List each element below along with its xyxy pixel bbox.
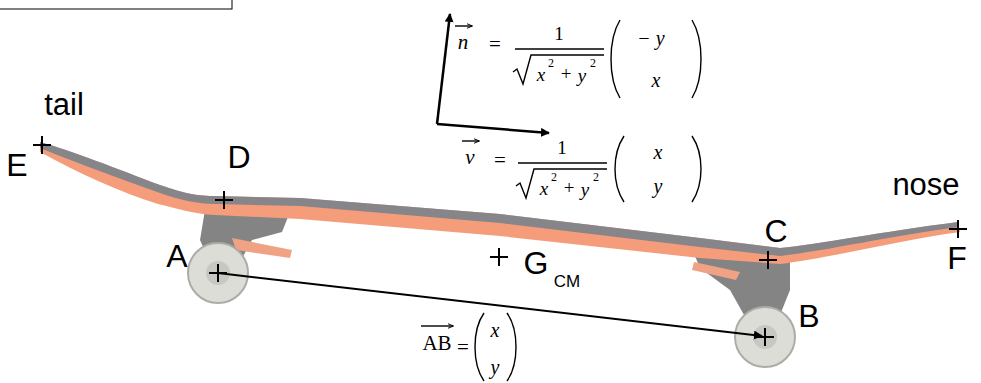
part-name: nose bbox=[892, 169, 959, 200]
point-label: D bbox=[227, 141, 250, 173]
marker-c bbox=[759, 251, 777, 269]
point-label: A bbox=[166, 240, 187, 272]
paren-left-n bbox=[611, 20, 620, 98]
formula-symbol: x bbox=[652, 70, 661, 90]
formula-symbol: y bbox=[578, 66, 586, 85]
paren-right-v bbox=[692, 136, 701, 202]
paren-left-v bbox=[615, 136, 624, 202]
vector-arrow-ab bbox=[421, 325, 453, 326]
paren-right-n bbox=[692, 20, 701, 98]
formula-symbol: 1 bbox=[554, 24, 564, 43]
formula-symbol: + bbox=[564, 178, 575, 197]
fraction-bar-v bbox=[518, 162, 607, 163]
formula-symbol: = bbox=[489, 34, 501, 55]
formula-symbol: 2 bbox=[590, 57, 596, 69]
paren-left-ab bbox=[475, 313, 484, 381]
formula-symbol: y bbox=[654, 176, 663, 196]
formula-symbols bbox=[421, 20, 701, 381]
point-label: B bbox=[798, 300, 819, 332]
deck-top bbox=[40, 142, 959, 256]
fraction-bar-n bbox=[515, 48, 604, 49]
front-wheel bbox=[735, 307, 795, 367]
formula-symbol: − y bbox=[637, 28, 664, 48]
formula-symbol: x bbox=[654, 142, 663, 162]
point-label: C bbox=[764, 215, 787, 247]
marker-b bbox=[756, 328, 774, 346]
formula-symbol: x bbox=[491, 320, 500, 340]
vector-arrow-n bbox=[455, 25, 472, 26]
formula-symbol: + bbox=[561, 64, 572, 83]
vector-ab bbox=[218, 273, 762, 336]
point-label: E bbox=[6, 149, 27, 181]
formula-symbol: 1 bbox=[557, 138, 567, 157]
point-label: F bbox=[947, 242, 967, 274]
formula-symbol: x bbox=[540, 179, 548, 198]
marker-d bbox=[215, 191, 233, 209]
marker-f bbox=[949, 220, 967, 238]
direction-axis bbox=[437, 124, 549, 133]
formula-symbol: = bbox=[457, 337, 469, 358]
vector-name: AB bbox=[422, 333, 451, 354]
subscript-label: CM bbox=[554, 273, 580, 290]
front-wheel-hub bbox=[753, 325, 777, 349]
formula-symbol: 2 bbox=[593, 171, 599, 183]
sqrt-n bbox=[513, 55, 604, 84]
normal-axis bbox=[437, 14, 450, 124]
frame bbox=[0, 0, 232, 9]
formula-symbol: x bbox=[537, 65, 545, 84]
paren-right-ab bbox=[507, 313, 516, 381]
formula-symbol: v bbox=[465, 147, 474, 168]
formula-symbol: 2 bbox=[548, 57, 554, 69]
marker-g bbox=[490, 248, 508, 266]
formula-symbol: y bbox=[581, 180, 589, 199]
skateboard bbox=[40, 142, 960, 367]
sqrt-v bbox=[516, 169, 607, 198]
part-name: tail bbox=[44, 89, 84, 120]
formula-symbol: = bbox=[494, 150, 506, 171]
formula-symbol: y bbox=[491, 357, 500, 377]
marker-e bbox=[33, 136, 51, 154]
front-truck-bushing bbox=[692, 262, 740, 280]
point-markers bbox=[33, 136, 967, 346]
formula-symbol: n bbox=[458, 32, 469, 53]
vector-arrow-v bbox=[462, 140, 479, 141]
point-label: G bbox=[524, 247, 549, 279]
formula-symbol: 2 bbox=[551, 171, 557, 183]
